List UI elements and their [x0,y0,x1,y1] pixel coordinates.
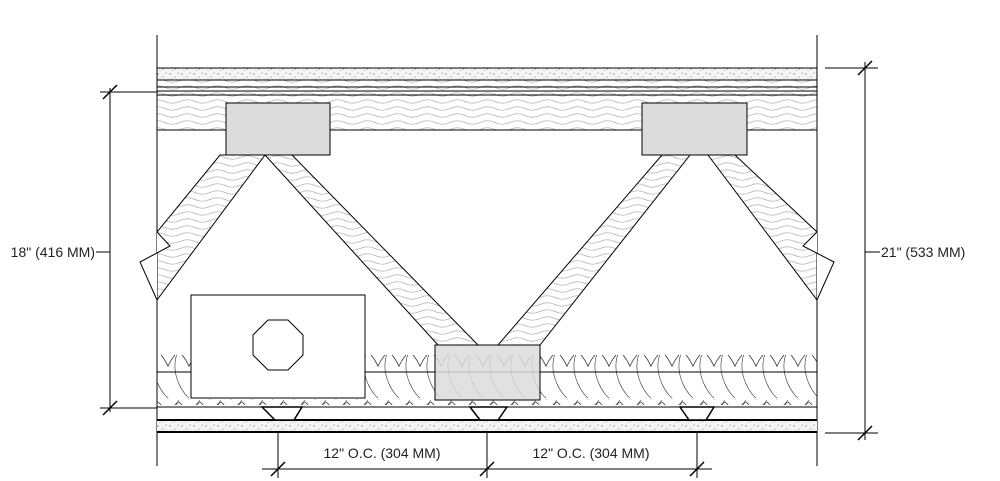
top-chord-block [641,102,748,156]
pipe-octagon [252,319,304,371]
left-dimension [96,84,157,416]
truss-webs [156,154,818,346]
right-dimension [825,60,880,441]
duct [190,294,366,399]
resilient-channels [260,406,716,421]
top-chord-block [225,102,331,156]
left-height-label: 18" (416 MM) [11,244,95,260]
bottom-chord-block [434,344,541,401]
spacing-label-1: 12" O.C. (304 MM) [324,445,441,461]
right-height-label: 21" (533 MM) [881,244,965,260]
spacing-dimension [262,432,712,478]
spacing-label-2: 12" O.C. (304 MM) [533,445,650,461]
subfloor-topping [156,67,818,96]
break-lines [139,231,835,301]
